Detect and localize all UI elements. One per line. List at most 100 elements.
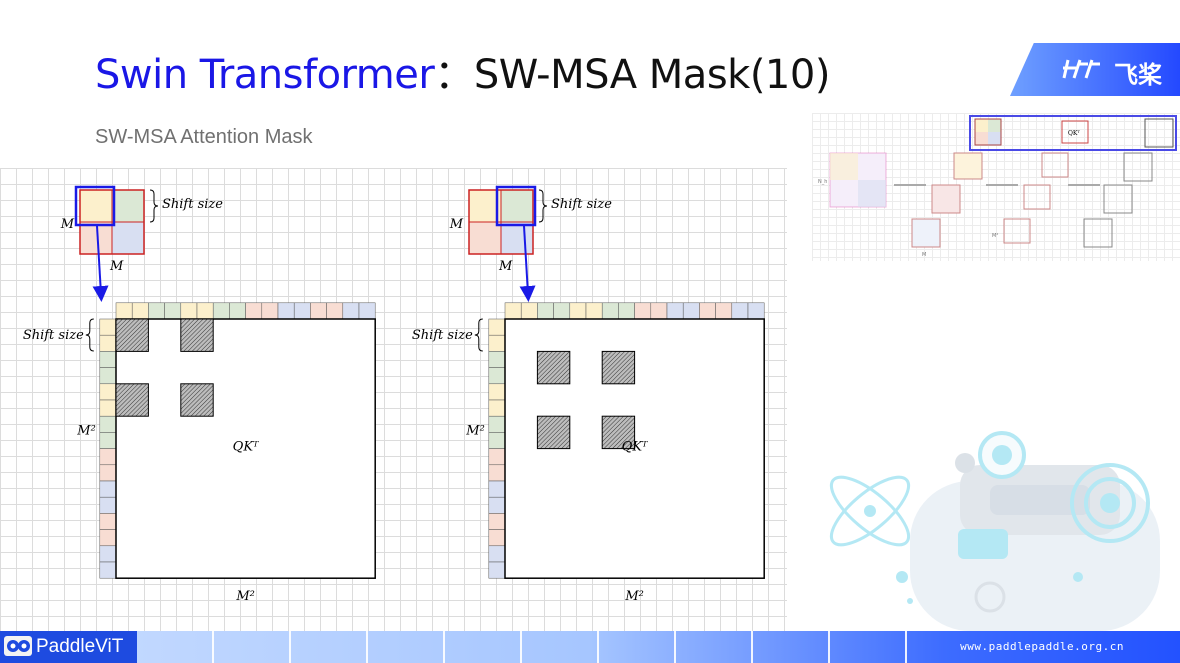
left-strip-cell bbox=[99, 399, 117, 417]
matrix-m2-left-label: M² bbox=[465, 423, 485, 438]
left-shift-brace bbox=[85, 318, 94, 352]
left-strip-cell bbox=[488, 448, 506, 466]
footer-brand: PaddleViT bbox=[0, 631, 137, 663]
footer-divider bbox=[520, 631, 522, 663]
atom-core bbox=[864, 505, 876, 517]
matrix-m2-bottom-label: M² bbox=[235, 589, 255, 604]
title-part1: Swin Transformer bbox=[95, 52, 435, 98]
overview-thumbnail: QKᵀ N_h M² M bbox=[812, 113, 1180, 261]
hatched-block bbox=[115, 383, 149, 417]
title-separator: ： bbox=[434, 52, 474, 98]
window-quadrant bbox=[79, 221, 113, 255]
window-border bbox=[79, 189, 145, 255]
atom-orbit-2 bbox=[829, 475, 911, 547]
hatched-block bbox=[180, 383, 214, 417]
top-strip-cell bbox=[520, 302, 538, 320]
window-quadrant bbox=[500, 189, 534, 223]
top-strip-cell bbox=[537, 302, 554, 320]
window-arrow bbox=[92, 225, 109, 302]
target-ring-outer bbox=[1070, 463, 1150, 543]
left-strip-cell bbox=[99, 496, 117, 514]
robot-knob bbox=[974, 581, 1006, 613]
top-strip-cell bbox=[731, 302, 749, 320]
dot-2 bbox=[907, 598, 913, 604]
left-strip-cell bbox=[99, 529, 117, 547]
top-strip-cell bbox=[747, 302, 765, 320]
target-ring-inner bbox=[1100, 493, 1120, 513]
top-strip-cell bbox=[634, 302, 652, 320]
thumb-window-3 bbox=[931, 184, 961, 214]
window-quadrant bbox=[468, 221, 502, 255]
title-part2: SW-MSA Mask(10) bbox=[473, 52, 831, 98]
logo-background bbox=[1010, 43, 1180, 96]
top-strip-cell bbox=[358, 302, 376, 320]
thumb-qkt-1 bbox=[1061, 120, 1089, 144]
thumb-qkt-4 bbox=[1003, 218, 1031, 244]
footer-divider bbox=[905, 631, 907, 663]
thumb-window-4 bbox=[911, 218, 941, 248]
left-strip-cell bbox=[488, 464, 506, 482]
top-strip-cell bbox=[504, 302, 522, 320]
paddle-logo: 飞桨 bbox=[1010, 43, 1180, 96]
left-strip-cell bbox=[488, 561, 506, 579]
robot-chest-panel bbox=[958, 529, 1008, 559]
top-strip-cell bbox=[601, 302, 619, 320]
thumb-qkt-3 bbox=[1023, 184, 1051, 210]
top-strip-cell bbox=[666, 302, 684, 320]
hatched-block bbox=[601, 350, 636, 385]
shift-size-label: Shift size bbox=[551, 197, 612, 212]
subtitle: SW-MSA Attention Mask bbox=[95, 126, 313, 148]
shift-brace bbox=[149, 189, 159, 223]
left-strip-cell bbox=[488, 529, 506, 547]
top-strip-cell bbox=[326, 302, 344, 320]
window-m-label: M bbox=[449, 217, 464, 232]
top-strip-cell bbox=[245, 302, 263, 320]
left-strip-cell bbox=[488, 480, 506, 498]
robot-eye-left bbox=[978, 431, 1026, 479]
robot-body bbox=[910, 481, 1160, 631]
top-strip-cell bbox=[569, 302, 587, 320]
footer-divider bbox=[212, 631, 214, 663]
highlight-box bbox=[74, 185, 116, 227]
top-strip-cell bbox=[699, 302, 716, 320]
left-strip-cell bbox=[99, 318, 117, 336]
left-strip-cell bbox=[488, 318, 506, 336]
window-border bbox=[468, 189, 534, 255]
dot-3 bbox=[1073, 572, 1083, 582]
thumb-m2-label: M² bbox=[992, 233, 998, 239]
window-m-bottom-label: M bbox=[498, 259, 513, 274]
top-strip-cell bbox=[212, 302, 230, 320]
window-quadrant bbox=[111, 189, 145, 223]
left-shift-size-label: Shift size bbox=[412, 328, 473, 343]
left-strip-cell bbox=[99, 513, 117, 530]
left-strip-cell bbox=[99, 464, 117, 482]
top-strip-cell bbox=[164, 302, 182, 320]
top-strip-cell bbox=[293, 302, 311, 320]
paddle-mark-icon bbox=[1062, 59, 1100, 79]
left-strip-cell bbox=[99, 367, 117, 385]
left-strip-cell bbox=[488, 351, 506, 368]
top-strip-cell bbox=[682, 302, 700, 320]
qkt-label: QKᵀ bbox=[622, 440, 648, 455]
left-strip-cell bbox=[488, 334, 506, 352]
window-quadrant bbox=[79, 189, 113, 223]
thumb-window-2 bbox=[953, 152, 983, 180]
thumb-m-label: M bbox=[922, 252, 926, 258]
window-m-bottom-label: M bbox=[109, 259, 124, 274]
left-strip-cell bbox=[99, 415, 117, 433]
page-title: Swin Transformer：SW-MSA Mask(10) bbox=[95, 48, 830, 102]
footer-divider bbox=[674, 631, 676, 663]
paddlevit-avatar-icon bbox=[4, 636, 32, 656]
robot-visor bbox=[990, 485, 1090, 515]
dot-1 bbox=[896, 571, 908, 583]
top-strip-cell bbox=[277, 302, 295, 320]
hatched-block bbox=[601, 415, 636, 450]
overview-thumbnail-svg: QKᵀ N_h M² M bbox=[818, 115, 1177, 258]
top-strip-cell bbox=[310, 302, 327, 320]
top-strip-cell bbox=[196, 302, 214, 320]
footer-url[interactable]: www.paddlepaddle.org.cn bbox=[960, 640, 1124, 653]
top-strip-cell bbox=[342, 302, 360, 320]
